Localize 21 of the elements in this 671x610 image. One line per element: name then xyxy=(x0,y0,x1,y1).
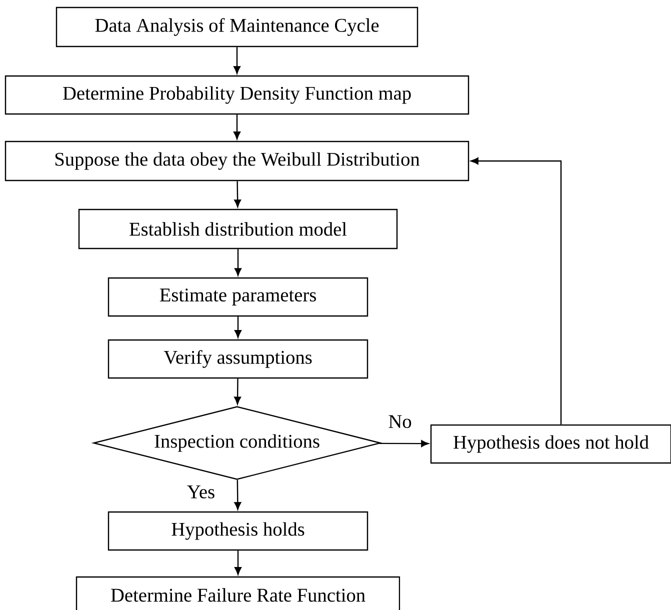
process-box: Estimate parameters xyxy=(108,277,368,317)
arrow xyxy=(234,378,242,404)
edge-label: Yes xyxy=(186,484,216,500)
arrow xyxy=(234,47,240,74)
process-box: Determine Failure Rate Function xyxy=(76,576,400,610)
process-box: Suppose the data obey the Weibull Distribution xyxy=(4,140,470,182)
arrow xyxy=(234,181,242,208)
arrow xyxy=(234,249,242,276)
arrow xyxy=(470,158,562,424)
process-box: Establish distribution model xyxy=(78,208,398,250)
arrow xyxy=(379,440,429,448)
process-box: Determine Probability Density Function map xyxy=(4,75,470,115)
process-box: Hypothesis holds xyxy=(108,511,368,551)
arrow xyxy=(234,480,242,510)
arrow xyxy=(234,316,242,338)
edge-label: No xyxy=(386,414,414,430)
process-box: Hypothesis does not hold xyxy=(430,424,671,464)
arrow xyxy=(234,550,242,575)
process-box: Verify assumptions xyxy=(108,339,368,379)
arrow xyxy=(234,114,240,140)
process-box: Data Analysis of Maintenance Cycle xyxy=(56,6,418,48)
